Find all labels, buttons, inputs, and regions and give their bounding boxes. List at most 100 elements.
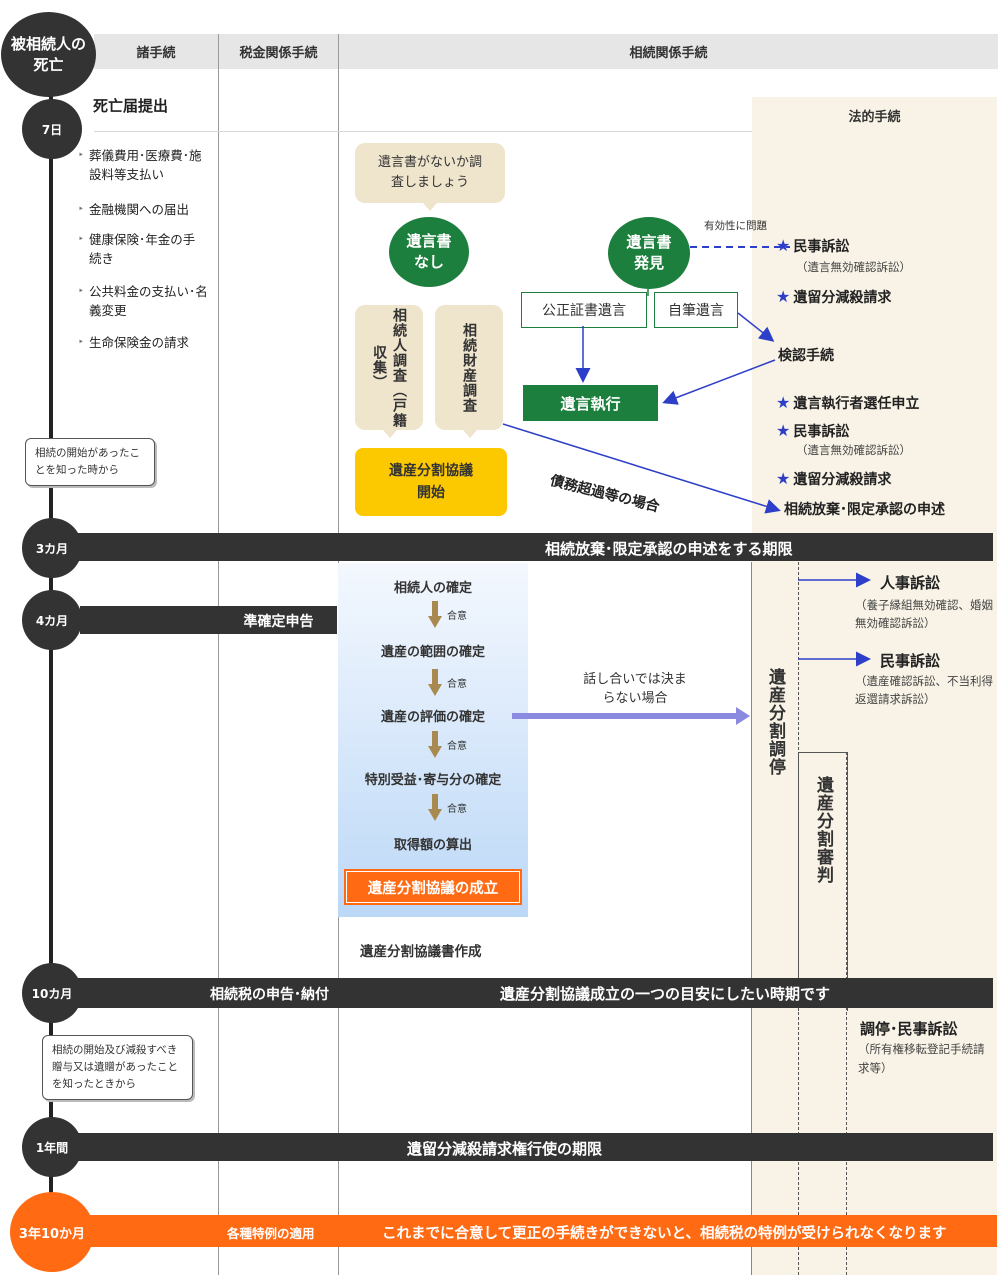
no-agreement-label: 話し合いでは決まらない場合 [583,672,687,706]
bar-1year-text: 遺留分減殺請求権行使の期限 [407,1140,603,1158]
arrow-probate-execution [662,359,776,405]
bar-1year: 遺留分減殺請求権行使の期限 [50,1133,993,1161]
bar-10months: 相続税の申告･納付 遺産分割協議成立の一つの目安にしたい時期です [50,978,993,1008]
bar-3years: 各種特例の適用 これまでに合意して更正の手続きができないと、相続税の特例が受けら… [50,1215,997,1247]
legal-header: 法的手続 [752,97,997,133]
trial-label: 遺産分割審判 [813,776,833,884]
division-start-box: 遺産分割協議開始 [355,448,507,516]
bar-3months-text: 相続放棄･限定承認の申述をする期限 [545,540,793,558]
legal-civil-suit-label: 民事訴訟 [793,239,850,255]
callout-1year: 相続の開始及び減殺すべき贈与又は遺贈があったことを知ったときから [42,1035,193,1100]
search-bubble: 遺言書がないか調査しましょう [355,143,505,203]
procedure-item-5: 生命保険金の請求 [78,333,217,352]
asset-survey-box: 相続財産調査 [435,305,503,430]
milestone-10months: 10カ月 [22,963,82,1023]
arrow-to-mediation [512,707,750,725]
agree-arrow-3 [428,731,442,758]
legal-final: 調停･民事訴訟 [860,1020,958,1038]
legal-civil-suit-2-label: 民事訴訟 [793,424,850,440]
agree-arrow-2 [428,669,442,696]
header-col2: 税金関係手続 [219,34,338,69]
death-circle: 被相続人の死亡 [1,12,96,97]
step-5: 取得額の算出 [393,838,472,853]
tax-prelim-bar [80,606,337,634]
step-2: 遺産の範囲の確定 [380,645,485,660]
header-col1-label: 諸手続 [136,46,176,61]
tax-prelim-label: 準確定申告 [243,614,314,630]
legal-personal-suit: 人事訴訟 [880,574,941,592]
agree-label-2: 合意 [447,679,467,690]
col-divider-1 [218,34,219,1275]
header-col3: 相続関係手続 [339,34,998,69]
will-found-circle: 遺言書発見 [608,217,690,289]
mediation-label: 遺産分割調停 [765,668,785,776]
timeline-line [49,60,53,1240]
step-1: 相続人の確定 [393,581,472,596]
holograph-will-box: 自筆遺言 [654,292,738,328]
will-none-circle: 遺言書なし [389,217,469,287]
milestone-3months: 3カ月 [22,518,82,578]
agree-label-1: 合意 [447,611,467,622]
dash-line-2 [846,752,847,1275]
legal-reserved-claim-label: 遺留分減殺請求 [793,290,892,306]
agree-label-4: 合意 [447,804,467,815]
notarial-will-box: 公正証書遺言 [521,292,647,328]
bar-3months: 相続放棄･限定承認の申述をする期限 [50,533,993,561]
legal-civil-suit-sub: （遺言無効確認訴訟） [796,260,911,274]
division-document: 遺産分割協議書作成 [360,944,482,960]
procedure-item-2: 金融機関への届出 [78,200,209,219]
legal-executor: ★遺言執行者選任申立 [776,393,919,413]
will-execution-box: 遺言執行 [523,385,658,421]
star-icon: ★ [776,469,791,488]
bar-3years-text: これまでに合意して更正の手続きができないと、相続税の特例が受けられなくなります [382,1226,947,1242]
step-3: 遺産の評価の確定 [380,710,485,725]
legal-reserved-claim: ★遺留分減殺請求 [776,287,891,307]
legal-header-label: 法的手続 [848,109,901,125]
validity-issue-label: 有効性に問題 [704,220,767,232]
star-icon: ★ [776,421,791,440]
header-col2-label: 税金関係手続 [239,46,318,61]
bar-10months-text: 遺産分割協議成立の一つの目安にしたい時期です [500,985,831,1003]
asset-survey-tail [463,430,477,438]
procedure-item-3: 健康保険･年金の手続き [78,230,201,268]
search-bubble-tail [423,203,437,211]
legal-civil-suit-3-sub: （遺産確認訴訟、不当利得返還請求訴訟） [855,674,993,706]
milestone-7days: 7日 [22,99,82,159]
callout-3months: 相続の開始があったことを知った時から [25,438,155,486]
milestone-1year: 1年間 [22,1117,82,1177]
agree-label-3: 合意 [447,741,467,752]
bar-3years-special: 各種特例の適用 [227,1226,315,1241]
legal-civil-suit: ★民事訴訟 [776,236,849,256]
legal-civil-suit-2-sub: （遺言無効確認訴訟） [796,443,911,457]
header-col3-label: 相続関係手続 [629,46,708,61]
arrow-holograph-probate [737,312,775,342]
step-4: 特別受益･寄与分の確定 [364,773,502,788]
legal-column-bg [752,97,997,1275]
legal-reserved-claim-2: ★遺留分減殺請求 [776,469,891,489]
procedure-item-1: 葬儀費用･医療費･施設料等支払い [78,146,209,184]
trial-box [798,752,848,1011]
agree-arrows [428,601,442,821]
heir-survey-tail [383,430,397,438]
header-col1: 諸手続 [94,34,218,69]
death-notice: 死亡届提出 [93,97,169,115]
mediation-line [751,562,752,1275]
arrow-debt-renounce [502,423,781,514]
agree-arrow-1 [428,601,442,628]
legal-executor-label: 遺言執行者選任申立 [793,396,920,412]
agree-arrow-4 [428,794,442,821]
row-divider [94,131,752,132]
legal-final-sub: （所有権移転登記手続請求等） [858,1042,985,1075]
milestone-3years: 3年10か月 [10,1192,94,1272]
procedure-item-4: 公共料金の支払い･名義変更 [78,282,209,320]
legal-renounce: 相続放棄･限定承認の申述 [784,502,945,518]
legal-probate: 検認手続 [778,348,834,364]
star-icon: ★ [776,393,791,412]
heir-survey-box: 相続人調査（戸籍収集） [355,305,423,430]
legal-civil-suit-3: 民事訴訟 [880,652,941,670]
star-icon: ★ [776,236,791,255]
milestone-4months: 4カ月 [22,590,82,650]
agreement-box: 遺産分割協議の成立 [344,869,522,905]
bar-10months-tax: 相続税の申告･納付 [210,987,329,1003]
